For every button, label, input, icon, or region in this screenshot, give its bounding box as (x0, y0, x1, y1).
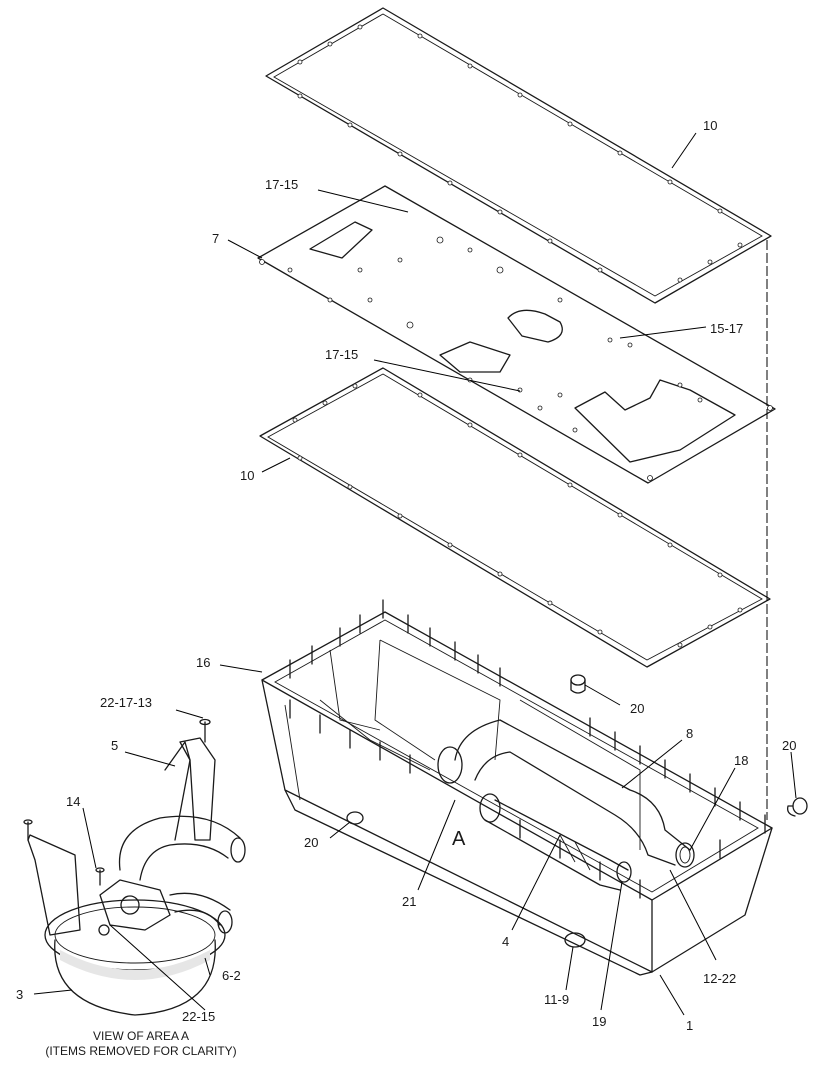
callout-7: 7 (212, 231, 219, 246)
detail-caption-line2: (ITEMS REMOVED FOR CLARITY) (45, 1044, 236, 1058)
plate-cutout-center (439, 341, 511, 373)
area-a-detail (23, 718, 246, 1016)
callout-17-15-center: 17-15 (325, 347, 358, 362)
spacer-plate (257, 185, 776, 484)
top-gasket (265, 7, 772, 304)
callout-1: 1 (686, 1018, 693, 1033)
callout-6-2: 6-2 (222, 968, 241, 983)
callout-12-22: 12-22 (703, 971, 736, 986)
callout-22-15: 22-15 (182, 1009, 215, 1024)
plug-top (570, 674, 586, 694)
callout-area-a: A (452, 828, 466, 850)
callout-20-left: 20 (304, 835, 318, 850)
callout-3: 3 (16, 987, 23, 1002)
callout-17-15-upper: 17-15 (265, 177, 298, 192)
suction-tube-8 (437, 719, 695, 868)
seal-18-ring (675, 842, 695, 868)
callout-8: 8 (686, 726, 693, 741)
bottom-drain-plug (564, 932, 586, 948)
callout-10-lower: 10 (240, 468, 254, 483)
callout-18: 18 (734, 753, 748, 768)
oil-pan (261, 599, 808, 976)
callout-5: 5 (111, 738, 118, 753)
seal-19-ring (616, 861, 632, 883)
callout-15-17: 15-17 (710, 321, 743, 336)
top-gasket-holes (297, 24, 743, 283)
plate-cutout-center-oval (507, 309, 563, 343)
plug-right (787, 797, 808, 817)
suction-tube-4 (479, 793, 632, 891)
pan-studs (289, 599, 766, 899)
callout-22-17-13: 22-17-13 (100, 695, 152, 710)
plate-cutout-left (309, 221, 373, 259)
callout-20-top: 20 (630, 701, 644, 716)
plate-cutout-right (574, 379, 736, 463)
detail-caption-line1: VIEW OF AREA A (93, 1029, 189, 1043)
callout-20-right: 20 (782, 738, 796, 753)
leader-lines (33, 132, 797, 1016)
side-plug-left (346, 811, 364, 825)
callout-11-9: 11-9 (544, 992, 569, 1007)
lower-gasket (259, 367, 771, 668)
callout-14: 14 (66, 794, 80, 809)
callouts: 10 17-15 7 15-17 17-15 10 16 20 8 18 20 … (16, 118, 796, 1033)
callout-10-top: 10 (703, 118, 717, 133)
callout-4: 4 (502, 934, 509, 949)
callout-16: 16 (196, 655, 210, 670)
lower-gasket-holes (292, 383, 743, 648)
callout-19: 19 (592, 1014, 606, 1029)
callout-21: 21 (402, 894, 416, 909)
plate-holes (259, 236, 773, 481)
